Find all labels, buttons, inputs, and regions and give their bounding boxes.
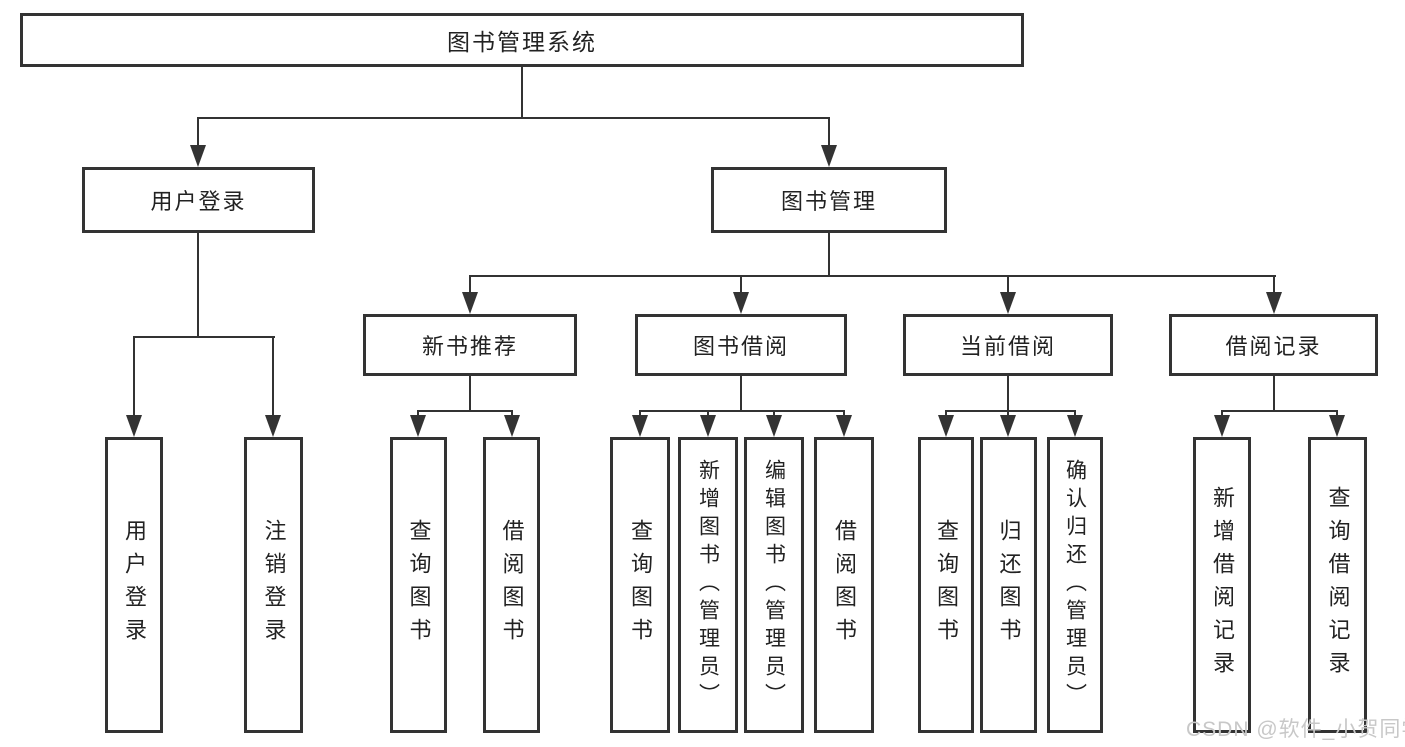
- leaf-recommend-borrow-book: 借阅图书: [483, 437, 540, 733]
- connector-line: [469, 275, 1276, 277]
- arrowhead-down: [700, 415, 716, 437]
- arrowhead-down: [1266, 292, 1282, 314]
- connector-line: [828, 117, 830, 150]
- arrowhead-down: [504, 415, 520, 437]
- connector-line: [417, 410, 513, 412]
- box-user-login: 用户登录: [82, 167, 315, 233]
- connector-line: [1007, 275, 1009, 295]
- leaf-records-add-record-label: 新增借阅记录: [1210, 486, 1235, 684]
- leaf-borrow-edit-book-admin: 编辑图书（管理员）: [744, 437, 804, 733]
- connector-line: [1273, 376, 1275, 411]
- leaf-logout-label: 注销登录: [261, 519, 287, 651]
- new-book-recommend-label: 新书推荐: [421, 334, 518, 359]
- leaf-records-query-record: 查询借阅记录: [1308, 437, 1367, 733]
- leaf-user-login: 用户登录: [105, 437, 163, 733]
- leaf-current-return-book-label: 归还图书: [996, 519, 1022, 651]
- arrowhead-down: [1067, 415, 1083, 437]
- book-management-label: 图书管理: [780, 189, 877, 214]
- connector-line: [197, 233, 199, 337]
- connector-line: [469, 376, 471, 411]
- arrowhead-down: [1214, 415, 1230, 437]
- arrowhead-down: [938, 415, 954, 437]
- connector-line: [272, 336, 274, 420]
- csdn-watermark: CSDN @软件_小贺同学: [1186, 718, 1405, 741]
- connector-line: [639, 410, 845, 412]
- arrowhead-down: [632, 415, 648, 437]
- leaf-borrow-borrow-book: 借阅图书: [814, 437, 874, 733]
- connector-line: [1007, 376, 1009, 411]
- book-borrow-label: 图书借阅: [692, 334, 789, 359]
- leaf-user-login-label: 用户登录: [122, 519, 147, 651]
- arrowhead-down: [836, 415, 852, 437]
- arrowhead-down: [190, 145, 206, 167]
- leaf-borrow-edit-book-admin-label: 编辑图书（管理员）: [762, 459, 786, 711]
- leaf-logout: 注销登录: [244, 437, 303, 733]
- user-login-label: 用户登录: [150, 189, 247, 214]
- arrowhead-down: [766, 415, 782, 437]
- leaf-borrow-add-book-admin: 新增图书（管理员）: [678, 437, 738, 733]
- box-new-book-recommend: 新书推荐: [363, 314, 577, 376]
- connector-line: [1273, 275, 1275, 295]
- connector-line: [740, 275, 742, 295]
- arrowhead-down: [733, 292, 749, 314]
- leaf-borrow-query-book: 查询图书: [610, 437, 670, 733]
- leaf-borrow-query-book-label: 查询图书: [628, 519, 653, 651]
- arrowhead-down: [1000, 415, 1016, 437]
- leaf-recommend-query-book-label: 查询图书: [406, 519, 432, 651]
- connector-line: [828, 233, 830, 276]
- box-book-borrow: 图书借阅: [635, 314, 847, 376]
- arrowhead-down: [126, 415, 142, 437]
- box-current-borrow: 当前借阅: [903, 314, 1113, 376]
- box-borrow-records: 借阅记录: [1169, 314, 1378, 376]
- leaf-current-confirm-return-admin-label: 确认归还（管理员）: [1063, 459, 1087, 711]
- connector-line: [197, 117, 199, 150]
- leaf-current-return-book: 归还图书: [980, 437, 1037, 733]
- leaf-borrow-add-book-admin-label: 新增图书（管理员）: [696, 459, 720, 711]
- leaf-current-confirm-return-admin: 确认归还（管理员）: [1047, 437, 1103, 733]
- connector-line: [133, 336, 135, 420]
- borrow-records-label: 借阅记录: [1225, 334, 1322, 359]
- connector-line: [133, 336, 275, 338]
- box-book-management: 图书管理: [711, 167, 947, 233]
- connector-line: [197, 117, 830, 119]
- connector-line: [1221, 410, 1338, 412]
- leaf-borrow-borrow-book-label: 借阅图书: [832, 519, 857, 651]
- leaf-recommend-query-book: 查询图书: [390, 437, 447, 733]
- root-label: 图书管理系统: [447, 29, 597, 55]
- leaf-records-add-record: 新增借阅记录: [1193, 437, 1251, 733]
- arrowhead-down: [265, 415, 281, 437]
- connector-line: [521, 67, 523, 118]
- box-root: 图书管理系统: [20, 13, 1024, 67]
- leaf-current-query-book-label: 查询图书: [934, 519, 959, 651]
- arrowhead-down: [410, 415, 426, 437]
- arrowhead-down: [1329, 415, 1345, 437]
- connector-line: [469, 275, 471, 295]
- connector-line: [945, 410, 1076, 412]
- current-borrow-label: 当前借阅: [959, 334, 1056, 359]
- arrowhead-down: [1000, 292, 1016, 314]
- leaf-current-query-book: 查询图书: [918, 437, 974, 733]
- leaf-recommend-borrow-book-label: 借阅图书: [499, 519, 525, 651]
- leaf-records-query-record-label: 查询借阅记录: [1325, 486, 1351, 684]
- connector-line: [740, 376, 742, 411]
- arrowhead-down: [462, 292, 478, 314]
- arrowhead-down: [821, 145, 837, 167]
